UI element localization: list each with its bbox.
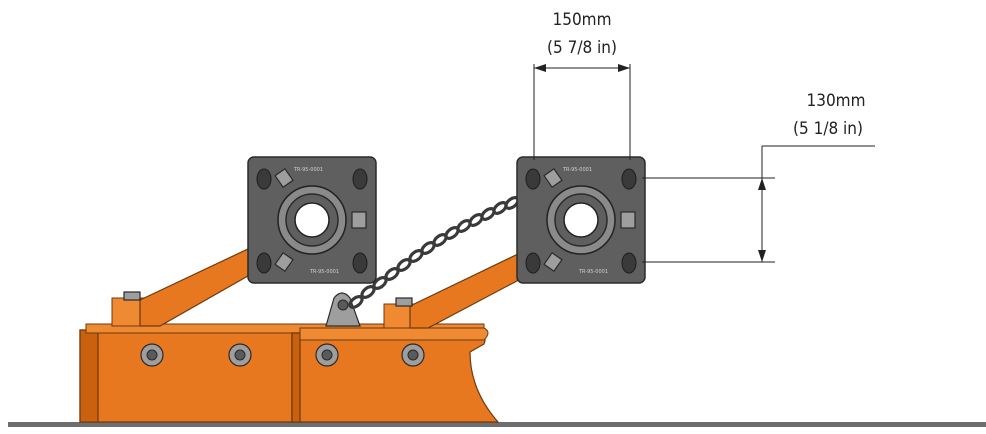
height-metric-label: 130mm: [807, 91, 866, 111]
svg-text:TR-95-0001: TR-95-0001: [578, 269, 608, 275]
right-arm: [409, 253, 531, 329]
base-bolt: [315, 343, 339, 367]
width-dimension: 150mm (5 7/8 in): [533, 10, 631, 160]
right-support-arm: [383, 253, 531, 329]
chain-anchor: [325, 292, 361, 327]
width-imperial-label: (5 7/8 in): [547, 38, 617, 58]
base-bolt: [140, 343, 164, 367]
base-right-face: [291, 332, 301, 423]
height-dimension: 130mm (5 1/8 in): [642, 91, 875, 263]
base-frame: [79, 323, 500, 423]
base-left-face: [79, 329, 99, 423]
base-lip: [299, 327, 489, 341]
left-arm: [139, 247, 263, 327]
chain: [348, 196, 520, 309]
base-bolt: [401, 343, 425, 367]
height-imperial-label: (5 1/8 in): [793, 119, 863, 139]
svg-text:TR-95-0001: TR-95-0001: [293, 167, 323, 173]
left-support-arm: [111, 247, 263, 327]
right-arm-bolt-head: [395, 297, 413, 307]
left-arm-bolt-head: [123, 291, 141, 301]
svg-text:TR-95-0001: TR-95-0001: [562, 167, 592, 173]
svg-text:TR-95-0001: TR-95-0001: [309, 269, 339, 275]
right-mounting-plate: TR-95-0001 TR-95-0001: [516, 156, 646, 284]
width-metric-label: 150mm: [553, 10, 612, 30]
ground-line: [8, 422, 986, 427]
base-left-block: [79, 329, 293, 423]
base-bolt: [228, 343, 252, 367]
left-mounting-plate: TR-95-0001 TR-95-0001: [247, 156, 377, 284]
